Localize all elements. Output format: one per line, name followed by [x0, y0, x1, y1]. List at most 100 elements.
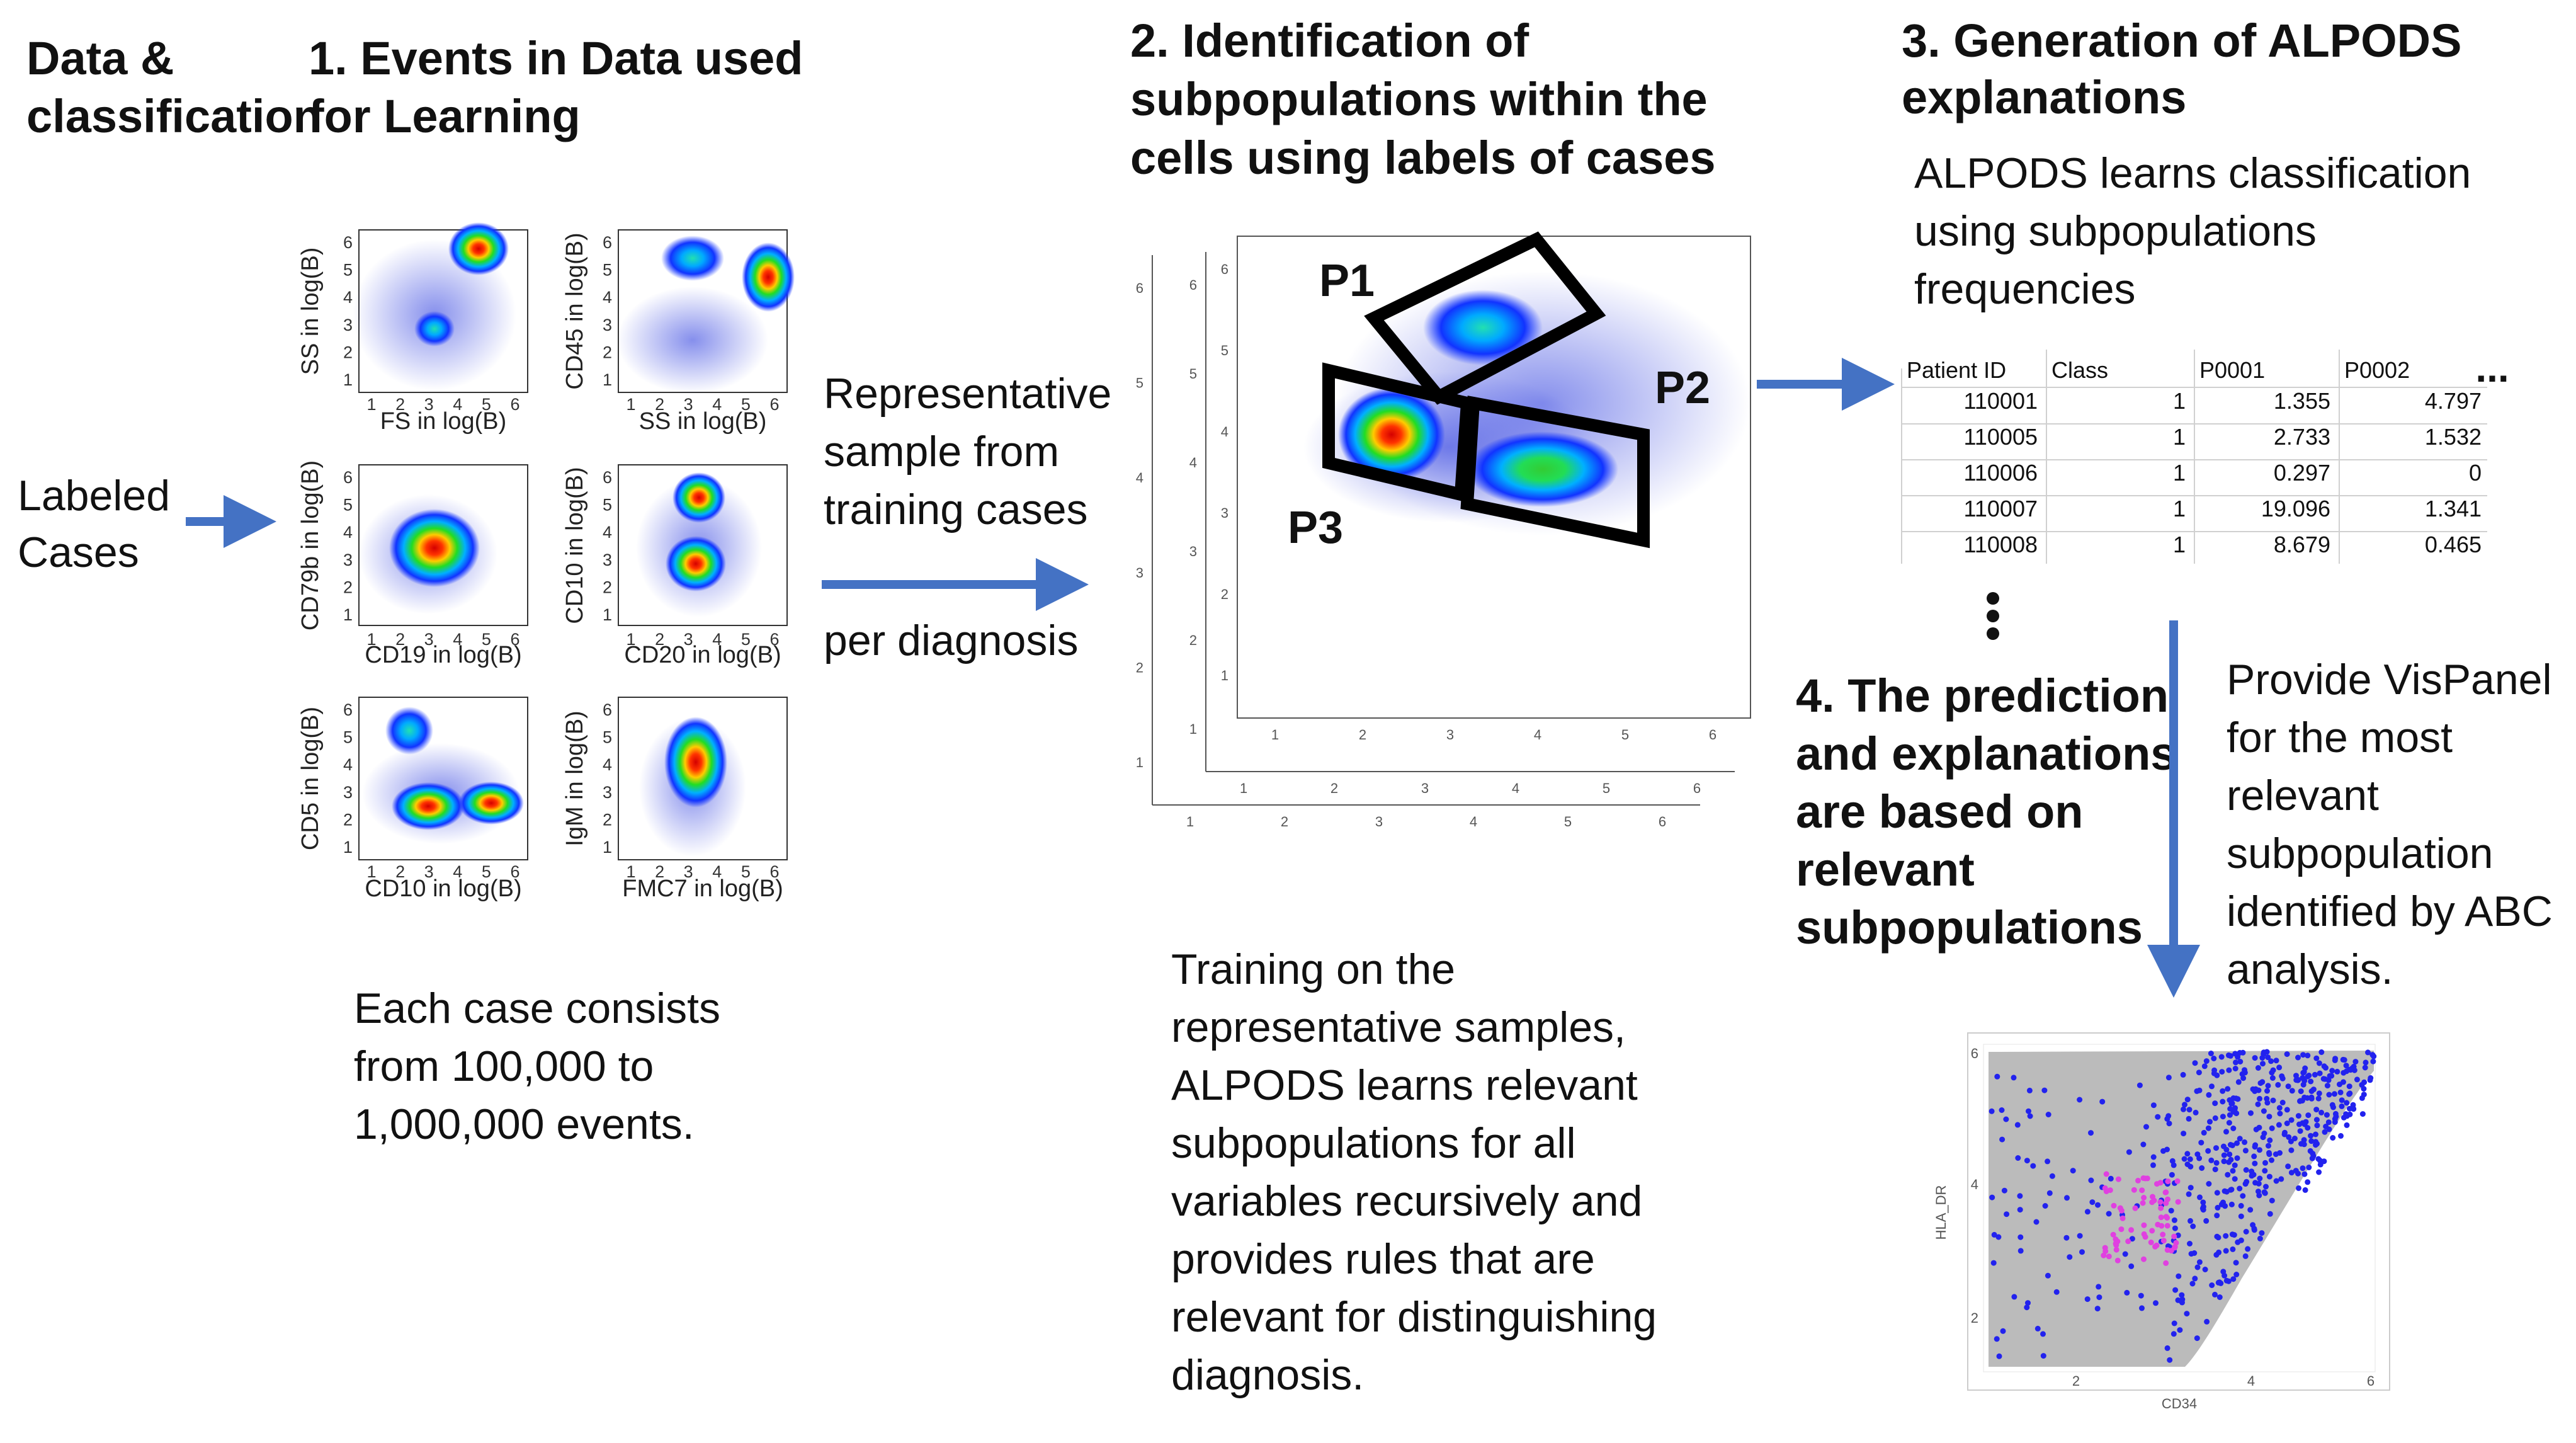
- vispanel-relevant-point: [2160, 1238, 2167, 1244]
- y-tick-label: 5: [603, 496, 612, 515]
- vispanel-point: [2251, 1153, 2257, 1160]
- vispanel-point: [2316, 1090, 2322, 1097]
- vispanel-point: [2212, 1100, 2218, 1107]
- vispanel-point: [2240, 1193, 2246, 1199]
- vispanel-point: [2223, 1129, 2229, 1135]
- vispanel-point: [2190, 1223, 2196, 1229]
- scatter-xlabel: FMC7 in log(B): [622, 875, 783, 902]
- x-tick-label: 5: [482, 862, 491, 881]
- table-cell: 110005: [1964, 424, 2038, 450]
- vispanel-point: [2150, 1102, 2157, 1109]
- vispanel-point: [2305, 1052, 2311, 1059]
- y-tick-label: 2: [603, 810, 612, 829]
- vispanel-point: [2170, 1331, 2177, 1337]
- vispanel-point: [2171, 1320, 2177, 1326]
- y-tick-label: 4: [343, 288, 353, 307]
- vispanel-point: [1994, 1073, 2000, 1080]
- vispanel-point: [2138, 1292, 2144, 1299]
- vispanel-point: [2242, 1148, 2249, 1154]
- vispanel-point: [2213, 1252, 2220, 1258]
- vispanel-point: [2181, 1156, 2187, 1162]
- scatter-xlabel: FS in log(B): [380, 408, 507, 435]
- vispanel-point: [2285, 1163, 2291, 1170]
- vispanel-point: [2124, 1289, 2130, 1296]
- vispanel-relevant-point: [2163, 1260, 2169, 1266]
- x-tick-label: 6: [1693, 780, 1701, 796]
- vispanel-point: [2266, 1143, 2271, 1149]
- vispanel-point: [2295, 1077, 2301, 1083]
- vispanel-point: [2369, 1052, 2376, 1058]
- vispanel-point: [2221, 1152, 2227, 1158]
- vispanel-relevant-point: [2141, 1222, 2147, 1228]
- vispanel-relevant-point: [2132, 1205, 2138, 1211]
- vispanel-point: [2184, 1097, 2191, 1103]
- vispanel-point: [2203, 1218, 2210, 1224]
- vispanel-point: [2017, 1248, 2024, 1254]
- scatter-xlabel: CD20 in log(B): [624, 642, 781, 668]
- vispanel-point: [2233, 1095, 2239, 1102]
- vispanel-point: [2166, 1121, 2172, 1127]
- vispanel-point: [2238, 1213, 2244, 1219]
- vispanel-point: [2343, 1111, 2349, 1117]
- vispanel-point: [2277, 1110, 2283, 1117]
- vispanel-point: [2106, 1211, 2112, 1217]
- x-tick-label: 6: [769, 395, 779, 414]
- x-tick-label: 4: [1470, 814, 1477, 830]
- y-tick-label: 1: [343, 838, 353, 857]
- vispanel-point: [1996, 1353, 2002, 1359]
- y-tick-label: 1: [1136, 755, 1143, 770]
- vispanel-point: [2201, 1063, 2208, 1069]
- vispanel-point: [2286, 1134, 2292, 1140]
- vispanel-point: [2310, 1087, 2317, 1093]
- vispanel-point: [2247, 1207, 2254, 1213]
- vispanel-point: [2199, 1165, 2205, 1171]
- vispanel-point: [2301, 1078, 2308, 1084]
- vispanel-point: [2067, 1254, 2073, 1260]
- table-cell: 110008: [1964, 532, 2038, 557]
- x-tick-label: 2: [655, 862, 664, 881]
- vispanel-point: [2269, 1157, 2274, 1163]
- vispanel-point: [2269, 1125, 2275, 1131]
- vispanel-point: [2349, 1065, 2356, 1071]
- vispanel-point: [2237, 1136, 2243, 1142]
- vispanel-point: [2214, 1212, 2220, 1219]
- y-tick-label: 3: [603, 550, 612, 569]
- table-cell: 110006: [1964, 460, 2038, 486]
- vispanel-point: [2266, 1151, 2272, 1157]
- vispanel-point: [2049, 1173, 2055, 1179]
- y-tick-label: 6: [603, 233, 612, 252]
- vispanel-point: [2220, 1088, 2226, 1094]
- vispanel-point: [2192, 1060, 2198, 1066]
- vispanel-point: [2193, 1109, 2199, 1115]
- vispanel-point: [2315, 1095, 2322, 1102]
- vispanel-point: [2227, 1097, 2233, 1103]
- vispanel-point: [2200, 1199, 2206, 1206]
- y-tick-label: 4: [343, 755, 353, 774]
- vispanel-point: [2218, 1054, 2225, 1060]
- vispanel-point: [2172, 1225, 2178, 1231]
- y-tick-label: 6: [1136, 280, 1143, 296]
- y-tick-label: 2: [603, 343, 612, 362]
- vispanel-point: [2165, 1075, 2172, 1081]
- vispanel-point: [2209, 1282, 2215, 1288]
- vispanel-point: [2126, 1149, 2132, 1155]
- vispanel-point: [2279, 1100, 2286, 1105]
- y-tick-label: 2: [1136, 659, 1143, 675]
- vispanel-point: [2256, 1192, 2262, 1199]
- y-tick-label: 3: [343, 316, 353, 334]
- gate-p1: [1364, 231, 1606, 405]
- vispanel-relevant-point: [2115, 1176, 2121, 1182]
- y-tick-label: 1: [343, 605, 353, 624]
- vispanel-ylabel: HLA_DR: [1933, 1185, 1949, 1240]
- vispanel-relevant-point: [2171, 1233, 2177, 1240]
- x-tick-label: 6: [1709, 727, 1716, 743]
- vispanel-point: [2257, 1235, 2263, 1241]
- scatter-xlabel: SS in log(B): [639, 408, 767, 435]
- vispanel-point: [2187, 1218, 2193, 1224]
- vispanel-point: [2216, 1294, 2223, 1300]
- vispanel-point: [2197, 1194, 2203, 1201]
- x-tick-label: 3: [684, 630, 693, 649]
- vispanel-point: [2192, 1275, 2198, 1282]
- vispanel-point: [2202, 1267, 2208, 1272]
- vispanel-point: [2312, 1071, 2318, 1078]
